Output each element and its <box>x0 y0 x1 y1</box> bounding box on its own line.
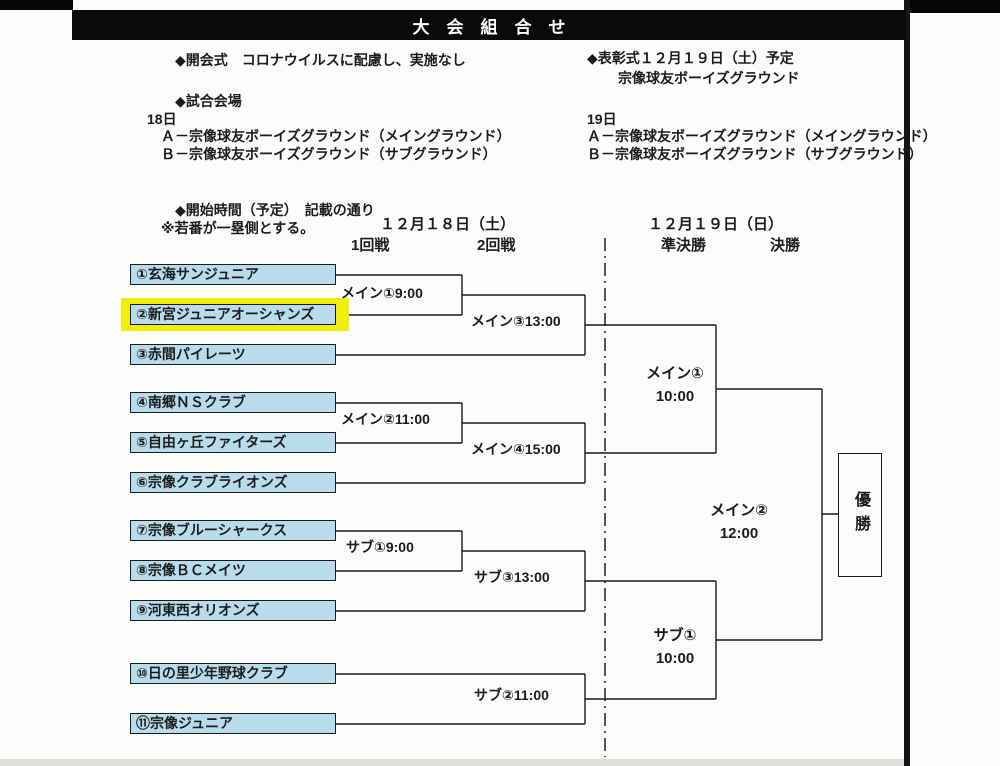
page-title: 大会組合せ <box>72 10 906 40</box>
note-day18-ground-b: Ｂ－宗像球友ボーイズグラウンド（サブグラウンド） <box>161 146 497 162</box>
note-first-base-side: ※若番が一塁側とする。 <box>161 220 315 236</box>
team-box-8: ⑧宗像ＢＣメイツ <box>130 560 336 581</box>
match-label-sub2: サブ②11:00 <box>474 687 549 703</box>
column-semifinal: 準決勝 <box>661 237 707 254</box>
champion-box: 優勝 <box>838 453 882 577</box>
note-day18: 18日 <box>147 111 177 127</box>
match-label-semifinal-main: メイン① 10:00 <box>634 362 716 408</box>
match-label-main2: メイン②11:00 <box>341 411 430 427</box>
team-box-3: ③赤間パイレーツ <box>130 344 336 365</box>
note-day19-ground-b: Ｂ－宗像球友ボーイズグラウンド（サブグラウンド） <box>587 146 923 162</box>
note-start-time: ◆開始時間（予定） 記載の通り <box>175 202 375 218</box>
match-label-semifinal-sub: サブ① 10:00 <box>634 624 716 670</box>
match-label-main3: メイン③13:00 <box>471 313 561 329</box>
team-box-2: ②新宮ジュニアオーシャンズ <box>130 304 336 325</box>
note-day18-ground-a: Ａ－宗像球友ボーイズグラウンド（メイングラウンド） <box>161 128 511 144</box>
column-round1: 1回戦 <box>351 237 390 254</box>
semifinal-main-time: 10:00 <box>655 388 695 405</box>
semifinal-sub-name: サブ① <box>653 627 697 644</box>
team-box-11: ⑪宗像ジュニア <box>130 713 336 734</box>
team-box-7: ⑦宗像ブルーシャークス <box>130 520 336 541</box>
column-final: 決勝 <box>770 237 801 254</box>
semifinal-sub-time: 10:00 <box>655 650 695 667</box>
note-day19: 19日 <box>587 111 617 127</box>
match-label-main4: メイン④15:00 <box>471 441 561 457</box>
match-label-sub1: サブ①9:00 <box>346 539 414 555</box>
team-box-10: ⑩日の里少年野球クラブ <box>130 663 336 684</box>
scan-artifact-top-right <box>905 0 1000 13</box>
scan-artifact-bottom-edge <box>0 759 904 766</box>
column-date-dec19: １２月１９日（日） <box>648 216 784 233</box>
note-awards-ceremony: ◆表彰式１２月１９日（土）予定 <box>587 50 794 66</box>
note-day19-ground-a: Ａ－宗像球友ボーイズグラウンド（メイングラウンド） <box>587 128 937 144</box>
note-opening-ceremony: ◆開会式 コロナウイルスに配慮し、実施なし <box>175 52 466 68</box>
team-box-1: ①玄海サンジュニア <box>130 264 336 285</box>
final-name: メイン② <box>710 502 768 519</box>
team-box-5: ⑤自由ヶ丘ファイターズ <box>130 432 336 453</box>
column-round2: 2回戦 <box>477 237 516 254</box>
scan-artifact-top-left <box>0 0 73 10</box>
note-awards-venue: 宗像球友ボーイズグラウンド <box>618 70 800 86</box>
team-box-6: ⑥宗像クラブライオンズ <box>130 472 336 493</box>
final-time: 12:00 <box>719 525 759 542</box>
semifinal-main-name: メイン① <box>646 365 704 382</box>
column-date-dec18: １２月１８日（土） <box>380 216 516 233</box>
team-box-9: ⑨河東西オリオンズ <box>130 600 336 621</box>
match-label-main1: メイン①9:00 <box>341 285 423 301</box>
team-box-4: ④南郷ＮＳクラブ <box>130 392 336 413</box>
match-label-sub3: サブ③13:00 <box>474 569 550 585</box>
match-label-final: メイン② 12:00 <box>698 499 780 545</box>
scan-artifact-right-edge <box>904 0 910 766</box>
note-venue-header: ◆試合会場 <box>175 93 242 109</box>
